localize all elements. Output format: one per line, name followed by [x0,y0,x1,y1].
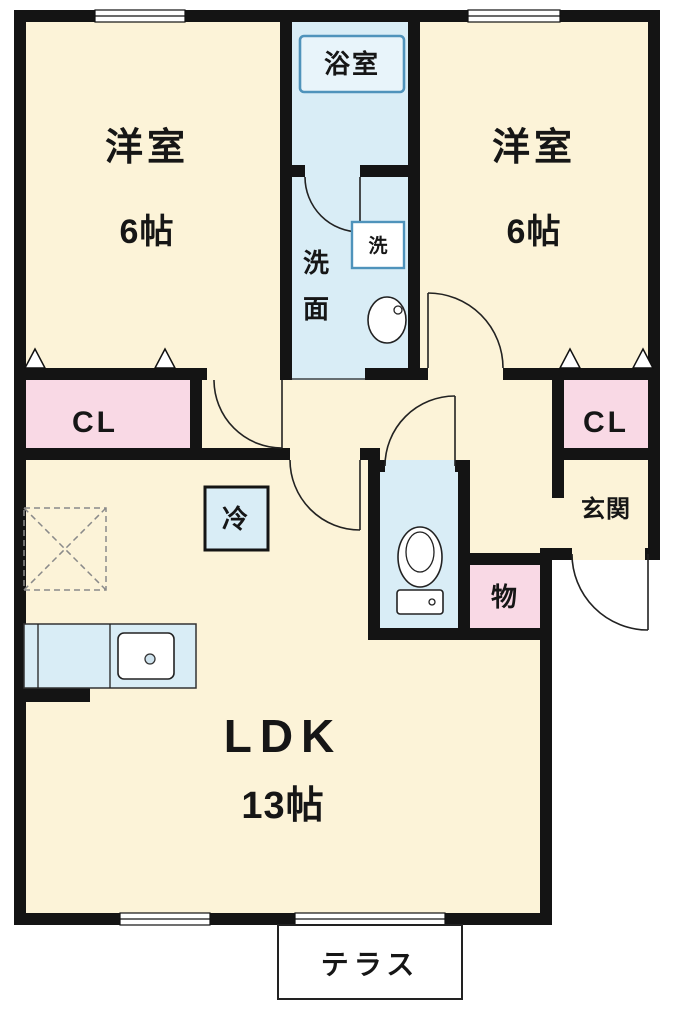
terrace-label: テラス [321,949,419,980]
toilet-tank-icon [396,589,444,615]
vent-triangle-icon [558,347,582,369]
closet-right-area [552,380,660,460]
washer-label: 洗 [368,234,387,257]
wall-kitchen-stub [14,688,90,702]
wall-column-right [408,10,420,380]
washroom-label-2: 面 [303,294,331,324]
door-arc-bedroom-right [427,292,504,369]
fridge-space [203,485,270,552]
wall-bath-divider-b [360,165,408,177]
windows [23,9,655,926]
wall-bottom-a [14,913,120,925]
wall-mid-d [503,368,660,380]
kitchen-faucet-icon [144,653,156,665]
door-arc-ldk [289,459,361,531]
washroom-label-1: 洗 [303,248,331,278]
closet-left-area [14,380,202,460]
bedroom-left-label: 洋室 [105,126,189,169]
wall-bottom-b [210,913,295,925]
bedroom-right-area [408,10,660,380]
wall-closet-right-side [552,380,564,460]
toilet-bowl-icon [397,526,443,588]
wall-left [14,10,26,925]
terrace-outline [277,924,463,1000]
wall-mid-c [365,368,428,380]
wall-column-left [280,10,292,380]
fixtures [23,34,463,1000]
wall-hall-bottom-a [14,448,290,460]
bedroom-left-area [14,10,292,380]
bedroom-left-size: 6帖 [120,213,175,251]
ldk-size: 13帖 [241,785,324,827]
door-arc-toilet [384,395,456,467]
bath-label: 浴室 [324,49,380,79]
wall-toilet-left [368,460,380,640]
bedroom-right-label: 洋室 [492,126,576,169]
wall-toilet-bottom [368,628,470,640]
washbasin-faucet-icon [393,305,403,315]
entrance-label: 玄関 [581,495,631,523]
closet-right-label: CL [583,406,629,439]
wall-entrance-stub [552,460,564,498]
doors [213,176,649,631]
wall-mid-b [282,368,292,380]
wall-closet-right-bottom [552,448,660,460]
vent-triangle-icon [23,347,47,369]
ldk-label: LDK [224,710,343,762]
wall-right [648,10,660,560]
wall-mid-a [14,368,207,380]
storage-area [458,553,552,640]
wall-storage-bottom [458,628,552,640]
toilet-button-icon [428,598,436,606]
fridge-label: 冷 [222,504,250,534]
washing-machine [350,220,406,270]
toilet-bowl-inner-icon [405,531,435,573]
labels: 洋室 6帖 洋室 6帖 浴室 洗 面 洗 CL CL 玄関 冷 物 LDK 13… [72,49,631,980]
door-arc-bathroom [304,176,361,233]
washbasin-icon [367,296,407,344]
wall-storage-top [458,553,552,565]
wall-ldk-right [540,548,552,925]
wall-bottom-c [445,913,552,925]
wall-toilet-top-a [368,460,385,472]
vent-triangle-icon [631,347,655,369]
wall-toilet-top-b [455,460,470,472]
storage-label: 物 [491,582,519,612]
wall-hall-bottom-b [360,448,380,460]
dining-placeholder [23,507,107,591]
door-arc-bedroom-left [213,379,283,449]
door-arc-entrance [571,553,649,631]
bathtub [298,34,406,94]
wall-closet-left-side [190,380,202,460]
entrance-area [552,460,660,560]
bedroom-right-size: 6帖 [507,213,562,251]
wall-toilet-right [458,460,470,640]
vent-triangle-icon [153,347,177,369]
wall-bath-divider-a [292,165,305,177]
closet-left-label: CL [72,406,118,439]
